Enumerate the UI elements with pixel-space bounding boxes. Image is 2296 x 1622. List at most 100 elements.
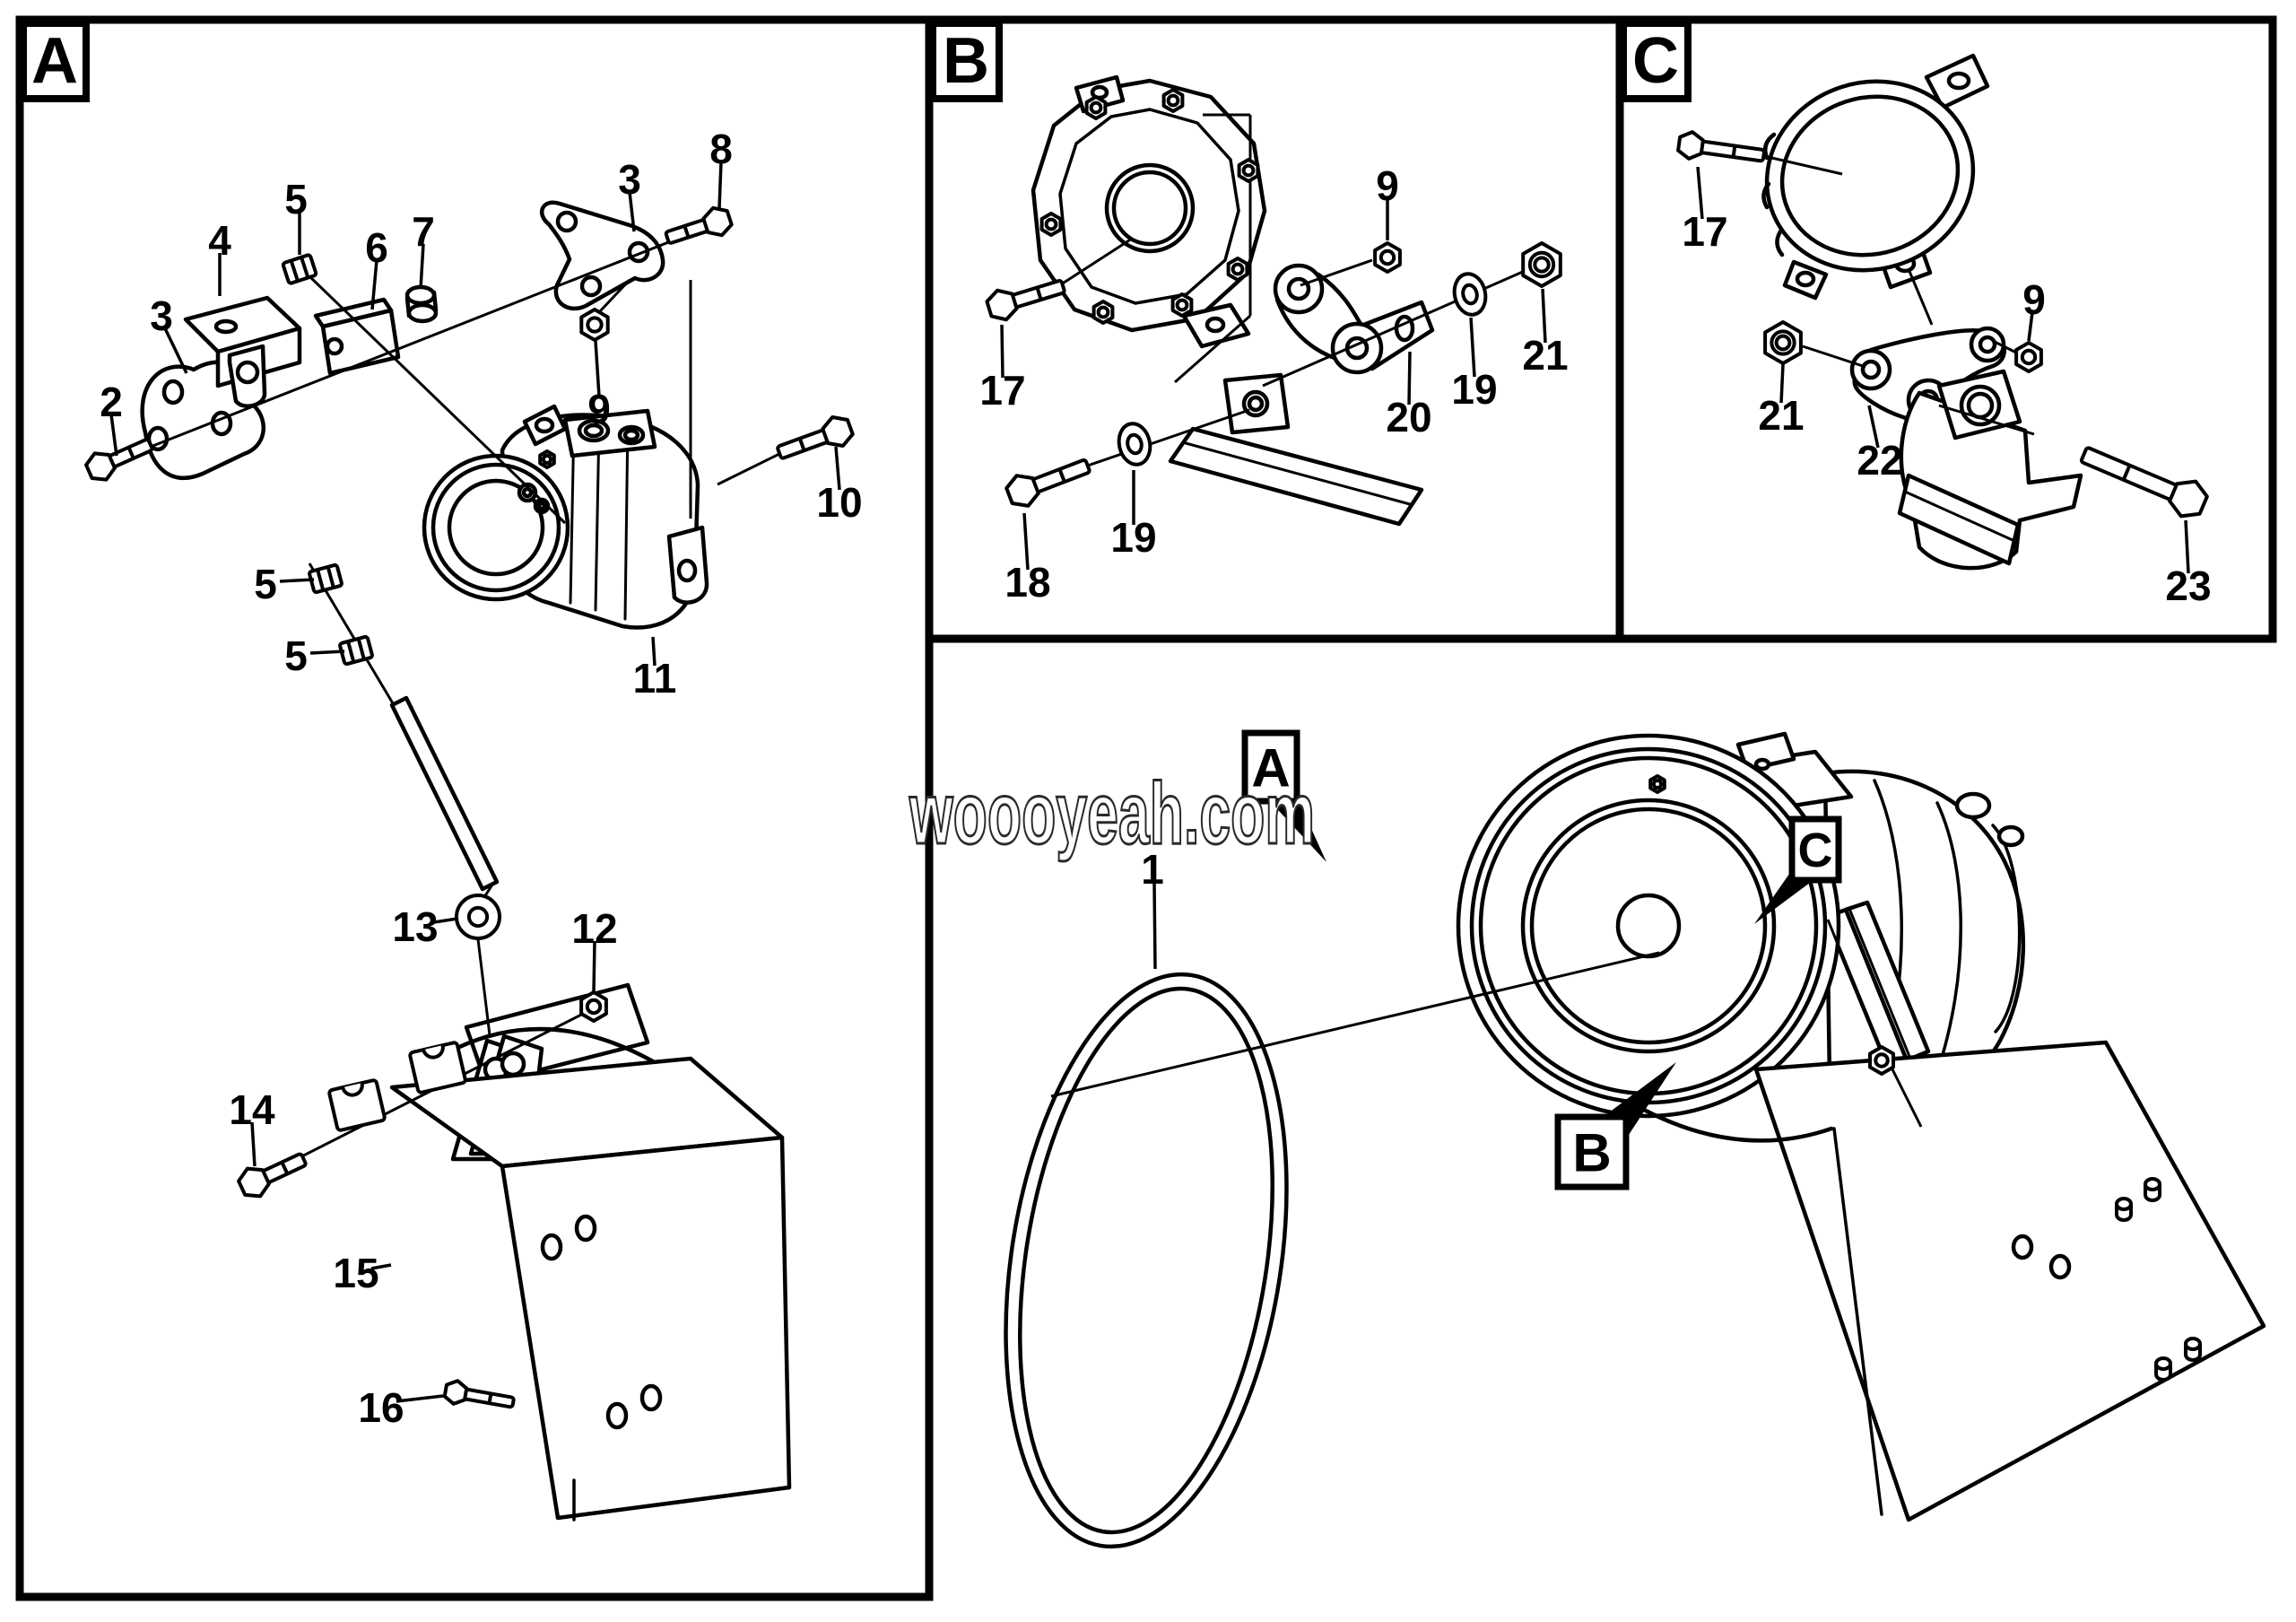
peg-3 [2184,1337,2202,1362]
bolt-23 [2079,446,2209,519]
clamp-mount-drawing [1897,369,2083,571]
leader-line-19 [1022,512,1030,571]
bushing-7-drawing [404,284,439,324]
leader-line-6 [628,191,636,232]
bracket-3-right-drawing [539,200,665,311]
connector-line-3 [597,278,631,314]
callout-b-box [1554,1113,1630,1190]
part-number-8-7: 8 [709,126,733,172]
part-number-12-14: 12 [571,905,617,952]
panel-b-letter: B [943,25,989,97]
clip-5-mid [308,562,344,595]
leader-line-0 [109,414,118,457]
connector-line-19 [1992,339,2017,354]
engine-mount-drawing [1168,372,1424,527]
peg-1 [2144,1177,2161,1202]
cover-plate-drawing [1761,53,1990,301]
plate-bolt-1 [1084,95,1108,120]
part-number-21-24: 21 [1522,332,1568,379]
leader-line-14 [592,940,596,993]
clip-5-low [338,634,374,667]
bolt-14 [237,1152,308,1199]
line-art [140,53,2266,1549]
leader-line-29 [2184,519,2190,574]
part-number-20-22: 20 [1386,394,1431,440]
bolt-17-b [985,279,1066,322]
connector-line-4 [717,449,787,486]
leader-line-26 [2027,311,2034,342]
part-number-6-4: 6 [365,224,388,271]
part-number-5-12: 5 [284,632,308,679]
part-number-22-28: 22 [1857,437,1902,484]
connector-line-24 [1891,1068,1923,1128]
nut-21-c [1763,320,1803,365]
detail-callout-boxes: A B C [1241,729,1842,1190]
washer-19-right [1452,272,1488,317]
callout-a-letter: A [1251,738,1290,798]
leader-line-9 [834,446,841,491]
part-number-11-10: 11 [633,655,677,702]
watermark-text: woooyeah.com [909,764,1315,862]
bolt-18 [1004,458,1091,508]
part-number-4-2: 4 [208,217,231,264]
leader-line-15 [250,1121,257,1167]
part-number-18-19: 18 [1004,559,1050,606]
leader-line-25 [1696,166,1704,220]
part-number-14-15: 14 [229,1086,275,1133]
peg-4 [2154,1356,2172,1382]
leader-line-7 [718,161,723,209]
leader-line-24 [1541,288,1547,344]
connector-line-17 [1907,268,1934,326]
bolt-10 [776,415,855,460]
part-number-2-0: 2 [100,379,123,425]
leader-line-13 [433,917,458,924]
main-compressor-drawing [1456,731,2026,1119]
panel-c-frame [1615,15,2277,643]
bracket-15-drawing [389,1056,792,1522]
peg-2 [2115,1197,2133,1222]
panel-a-letter: A [31,25,78,97]
plate-bolt-5 [1170,292,1194,318]
leader-line-16 [370,1263,392,1270]
bolt-17-c [1676,130,1766,163]
nut-9-c [2014,341,2043,373]
connector-line-22 [1826,919,1890,1070]
leader-line-27 [1779,363,1785,404]
compressor-top-bolt [538,449,556,469]
nut-12 [579,990,608,1023]
connector-line-18 [1802,344,1866,369]
leader-line-23 [1469,317,1476,378]
callout-b-letter: B [1572,1123,1611,1183]
plate-bolt-7 [1226,257,1249,282]
connector-line-15 [1300,258,1373,287]
plate-bolt-3 [1039,212,1063,237]
washer-19-left [1117,422,1152,467]
part-number-5-3: 5 [284,176,308,222]
bolt-2 [84,438,154,482]
nut-5-top [281,253,318,285]
panel-b-letter-box [929,20,1003,102]
leader-line-5 [419,243,425,290]
part-number-16-17: 16 [358,1384,404,1431]
panel-c-letter-box [1620,20,1692,102]
lug-block-left [327,1078,387,1132]
part-number-3-1: 3 [150,292,173,339]
part-number-10-9: 10 [816,479,862,526]
leader-line-11 [279,578,315,583]
leader-line-30 [1152,883,1157,970]
panel-c-letter: C [1632,25,1679,97]
panel-a-letter-box [20,20,90,102]
panel-frames [15,15,2277,1601]
leader-line-28 [1867,405,1880,449]
leader-line-17 [396,1394,444,1403]
leader-line-8 [594,340,601,397]
nut-21-b [1521,241,1562,288]
compressor-11-drawing [422,404,709,630]
connector-line-0 [150,222,715,449]
part-number-21-27: 21 [1758,392,1804,439]
part-number-17-18: 17 [979,367,1025,414]
part-number-3-6: 3 [618,156,641,203]
